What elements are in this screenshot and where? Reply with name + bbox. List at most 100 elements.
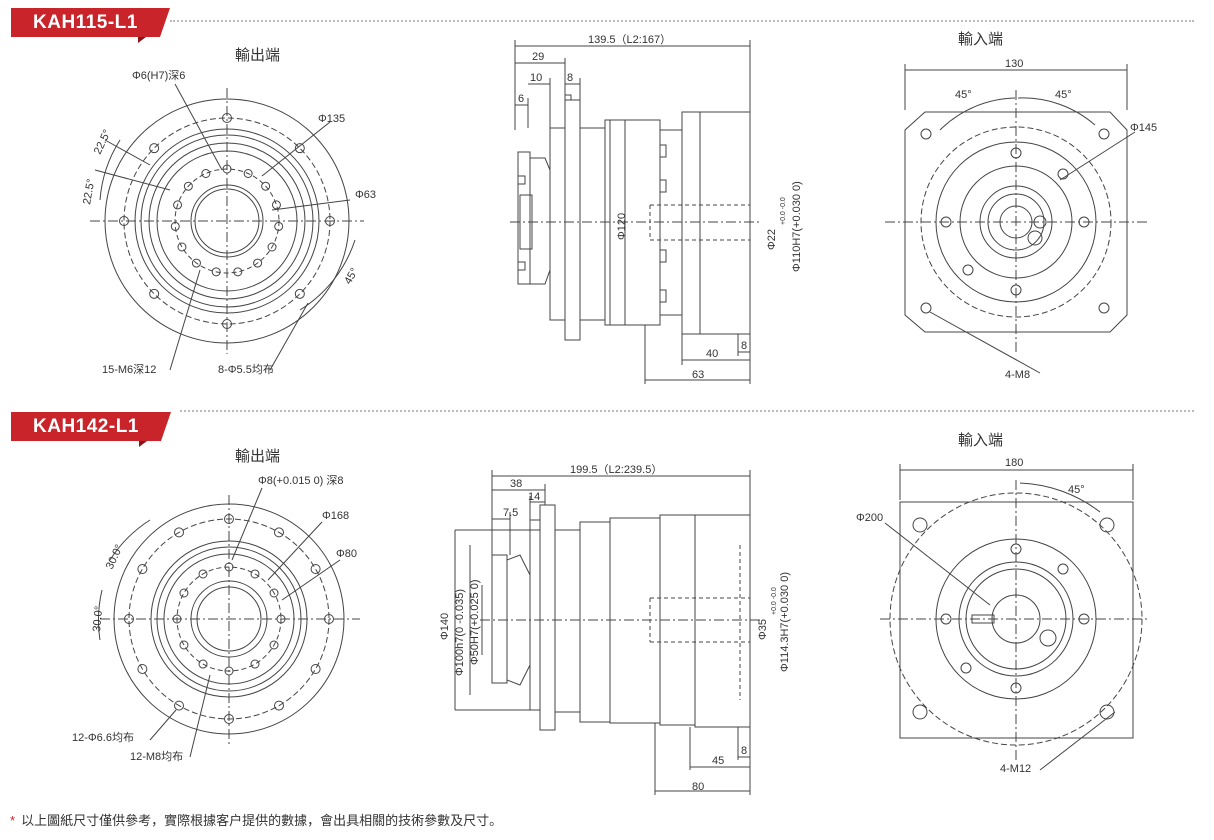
bolt-hole: [149, 288, 160, 299]
bolt-hole: [310, 664, 321, 674]
m1-total-length: 139.5（L2:167）: [588, 33, 671, 46]
m1-d10: 10: [530, 72, 542, 84]
tapped-hole: [173, 200, 183, 210]
m1-d29: 29: [532, 51, 544, 63]
m1-holes: 8-Φ5.5均布: [218, 363, 274, 376]
tapped-hole: [269, 640, 279, 650]
input-side-label-2: 輸入端: [958, 432, 1004, 449]
m2-in-angle: 45°: [1068, 484, 1085, 496]
output-flange-2: [98, 487, 360, 758]
m1-angle-c: 45°: [342, 266, 361, 286]
tapped-hole: [177, 242, 187, 252]
tapped-hole: [179, 640, 189, 650]
m2-total-length: 199.5（L2:239.5）: [570, 463, 662, 476]
bolt-hole: [222, 113, 232, 123]
m2-fit50: Φ50H7(+0.025 0): [469, 579, 481, 665]
m1-in-taps: 4-M8: [1005, 369, 1030, 381]
m2-d8: 8: [741, 745, 747, 757]
input-flange-1: [885, 64, 1148, 374]
bolt-hole: [224, 514, 234, 524]
output-flange-1: [90, 83, 364, 371]
side-view-2: [454, 470, 760, 795]
footnote: *以上圖紙尺寸僅供參考，實際根據客户提供的數據，會出具相關的技術參數及尺寸。: [10, 813, 503, 828]
m2-taps: 12-M8均布: [130, 750, 183, 763]
tapped-hole: [269, 588, 279, 598]
m1-angle-a: 22.5°: [81, 178, 97, 206]
bolt-hole: [137, 664, 148, 674]
tapped-hole: [250, 569, 260, 579]
m1-in-pcd: Φ145: [1130, 122, 1157, 134]
tapped-hole: [170, 221, 180, 231]
m2-pilot: Φ80: [336, 548, 357, 560]
tapped-hole: [261, 181, 271, 191]
m2-d75: 7.5: [503, 507, 518, 519]
m2-in-pcd: Φ200: [856, 512, 883, 524]
m1-d40: 40: [706, 348, 718, 360]
output-side-label-1: 輸出端: [235, 47, 281, 64]
input-flange-2: [880, 464, 1150, 771]
m2-pcd: Φ168: [322, 510, 349, 522]
bolt-hole: [294, 143, 305, 154]
divider-middle: [180, 410, 1194, 412]
tapped-hole: [179, 588, 189, 598]
bolt-hole: [325, 216, 335, 226]
tapped-hole: [276, 614, 286, 624]
bolt-hole: [310, 564, 321, 574]
m1-body-dia: Φ120: [616, 213, 628, 240]
tapped-hole: [274, 221, 284, 231]
bolt-hole: [149, 143, 160, 154]
bolt-hole: [224, 714, 234, 724]
m1-pcd: Φ135: [318, 113, 345, 125]
bolt-hole: [274, 527, 284, 538]
m1-bore: Φ6(H7)深6: [132, 69, 185, 82]
m1-in-angle1: 45°: [955, 89, 972, 101]
m2-bore: Φ8(+0.015 0) 深8: [258, 474, 344, 487]
m1-d6: 6: [518, 93, 524, 105]
tapped-hole: [253, 258, 263, 268]
m2-shaft-tol: +0.0 -0.0: [771, 587, 778, 615]
tapped-hole: [198, 569, 208, 579]
tapped-hole: [222, 164, 232, 174]
side-view-1: [510, 40, 760, 384]
tapped-hole: [243, 168, 253, 178]
m2-angle-b: 30.0°: [91, 606, 105, 633]
m1-flange-fit: Φ110H7(+0.030 0): [791, 181, 803, 272]
m2-d45: 45: [712, 755, 724, 767]
tapped-hole: [224, 666, 234, 676]
m2-flange-fit: Φ114.3H7(+0.030 0): [779, 572, 791, 672]
m2-square: 180: [1005, 457, 1023, 469]
model-tag-1: KAH115-L1: [11, 8, 170, 43]
bolt-hole: [324, 614, 334, 624]
tapped-hole: [250, 659, 260, 669]
input-side-label-1: 輸入端: [958, 31, 1004, 48]
m1-shaft: Φ22: [766, 229, 778, 250]
m2-d14: 14: [528, 491, 540, 503]
tapped-hole: [191, 258, 201, 268]
divider-top: [170, 20, 1194, 22]
tapped-hole: [201, 168, 211, 178]
bolt-hole: [124, 614, 134, 624]
m2-in-taps: 4-M12: [1000, 763, 1031, 775]
m1-pilot: Φ63: [355, 189, 376, 201]
tapped-hole: [211, 267, 221, 277]
m2-fit100: Φ100h7(0 -0.035): [454, 589, 466, 676]
m2-od140: Φ140: [439, 613, 451, 640]
bolt-hole: [174, 700, 184, 711]
tapped-hole: [267, 242, 277, 252]
tapped-hole: [233, 267, 243, 277]
m2-holes: 12-Φ6.6均布: [72, 731, 134, 744]
tapped-hole: [183, 181, 193, 191]
bolt-hole: [137, 564, 148, 574]
bolt-hole: [274, 700, 284, 711]
m2-angle-a: 30.0°: [104, 543, 126, 571]
m1-d8b: 8: [741, 340, 747, 352]
m1-angle-b: 22.5°: [92, 128, 114, 156]
m1-taps: 15-M6深12: [102, 363, 156, 376]
m1-in-angle2: 45°: [1055, 89, 1072, 101]
tapped-hole: [224, 562, 234, 572]
m1-shaft-tol: +0.0 -0.0: [780, 197, 787, 225]
tapped-hole: [198, 659, 208, 669]
output-side-label-2: 輸出端: [235, 448, 281, 465]
bolt-hole: [294, 288, 305, 299]
